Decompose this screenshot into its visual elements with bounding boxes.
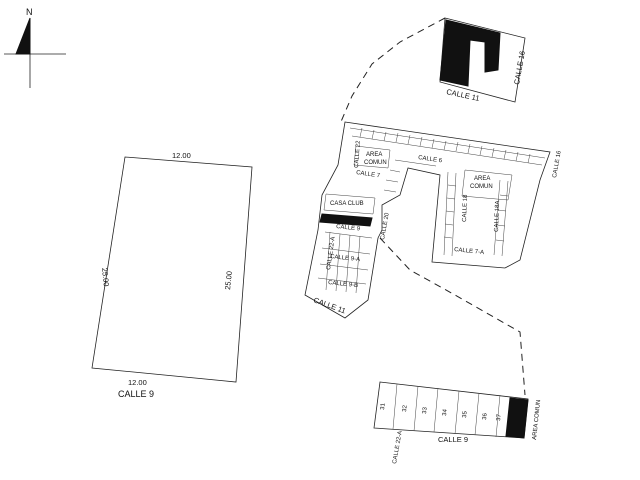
street-calle-9b: CALLE 9-B — [328, 280, 358, 289]
street-calle-9-bottom: CALLE 9 — [438, 435, 468, 444]
lot-37: 37 — [496, 413, 503, 421]
street-calle-22a-bottom: CALLE 22-A — [392, 430, 404, 464]
street-calle-22a: CALLE 22-A — [326, 236, 337, 270]
lot-32: 32 — [402, 404, 409, 412]
lot-34: 34 — [442, 408, 449, 416]
lot-bottom-dimension: 12.00 — [128, 378, 147, 387]
street-calle-11-mid: CALLE 11 — [312, 295, 347, 315]
street-calle-16-right: CALLE 16 — [552, 150, 563, 179]
lot-parcel — [91, 156, 253, 383]
area-comun-1-line1: AREA — [366, 152, 382, 158]
boundary-line-north — [339, 17, 446, 125]
north-arrow-icon — [4, 17, 66, 88]
lot-outline — [91, 156, 253, 383]
bottom-lots — [373, 381, 529, 439]
lot-top-dimension: 12.00 — [172, 151, 191, 160]
street-calle-7: CALLE 7 — [356, 170, 381, 179]
casa-club-block — [323, 193, 376, 215]
area-comun-2-line2: COMUN — [470, 184, 493, 190]
boundary-line-south — [379, 237, 526, 396]
area-comun-1-block — [353, 145, 391, 169]
north-label: N — [26, 7, 33, 17]
lot-35: 35 — [462, 410, 469, 418]
street-calle-9a: CALLE 9-A — [330, 254, 360, 263]
area-comun-bottom-label: AREA COMUN — [532, 399, 542, 440]
street-calle-20: CALLE 20 — [380, 212, 391, 241]
area-comun-2-line1: AREA — [474, 176, 490, 182]
lot-31: 31 — [380, 402, 387, 410]
lot-33: 33 — [422, 406, 429, 414]
area-comun-1-line2: COMUN — [364, 160, 387, 166]
street-calle-11-top: CALLE 11 — [446, 87, 481, 103]
street-calle-22: CALLE 22 — [354, 140, 362, 168]
street-calle-18a: CALLE 18A — [494, 201, 501, 233]
lot-36: 36 — [482, 412, 489, 420]
lot-left-dimension: 25.00 — [100, 267, 111, 287]
top-block — [439, 17, 526, 103]
street-calle-7a: CALLE 7-A — [454, 247, 484, 256]
street-calle-9: CALLE 9 — [336, 224, 361, 233]
street-calle-18: CALLE 18 — [462, 194, 469, 222]
lot-right-dimension: 25.00 — [223, 271, 234, 291]
casa-club-label: CASA CLUB — [330, 201, 364, 207]
lot-street-label: CALLE 9 — [118, 389, 154, 399]
street-calle-16-top: CALLE 16 — [512, 50, 527, 85]
area-comun-bottom-block — [505, 397, 529, 439]
area-comun-2-block — [461, 169, 513, 201]
casa-club-building — [319, 213, 373, 227]
subdivision-main — [304, 121, 551, 319]
street-calle-6: CALLE 6 — [418, 155, 443, 164]
